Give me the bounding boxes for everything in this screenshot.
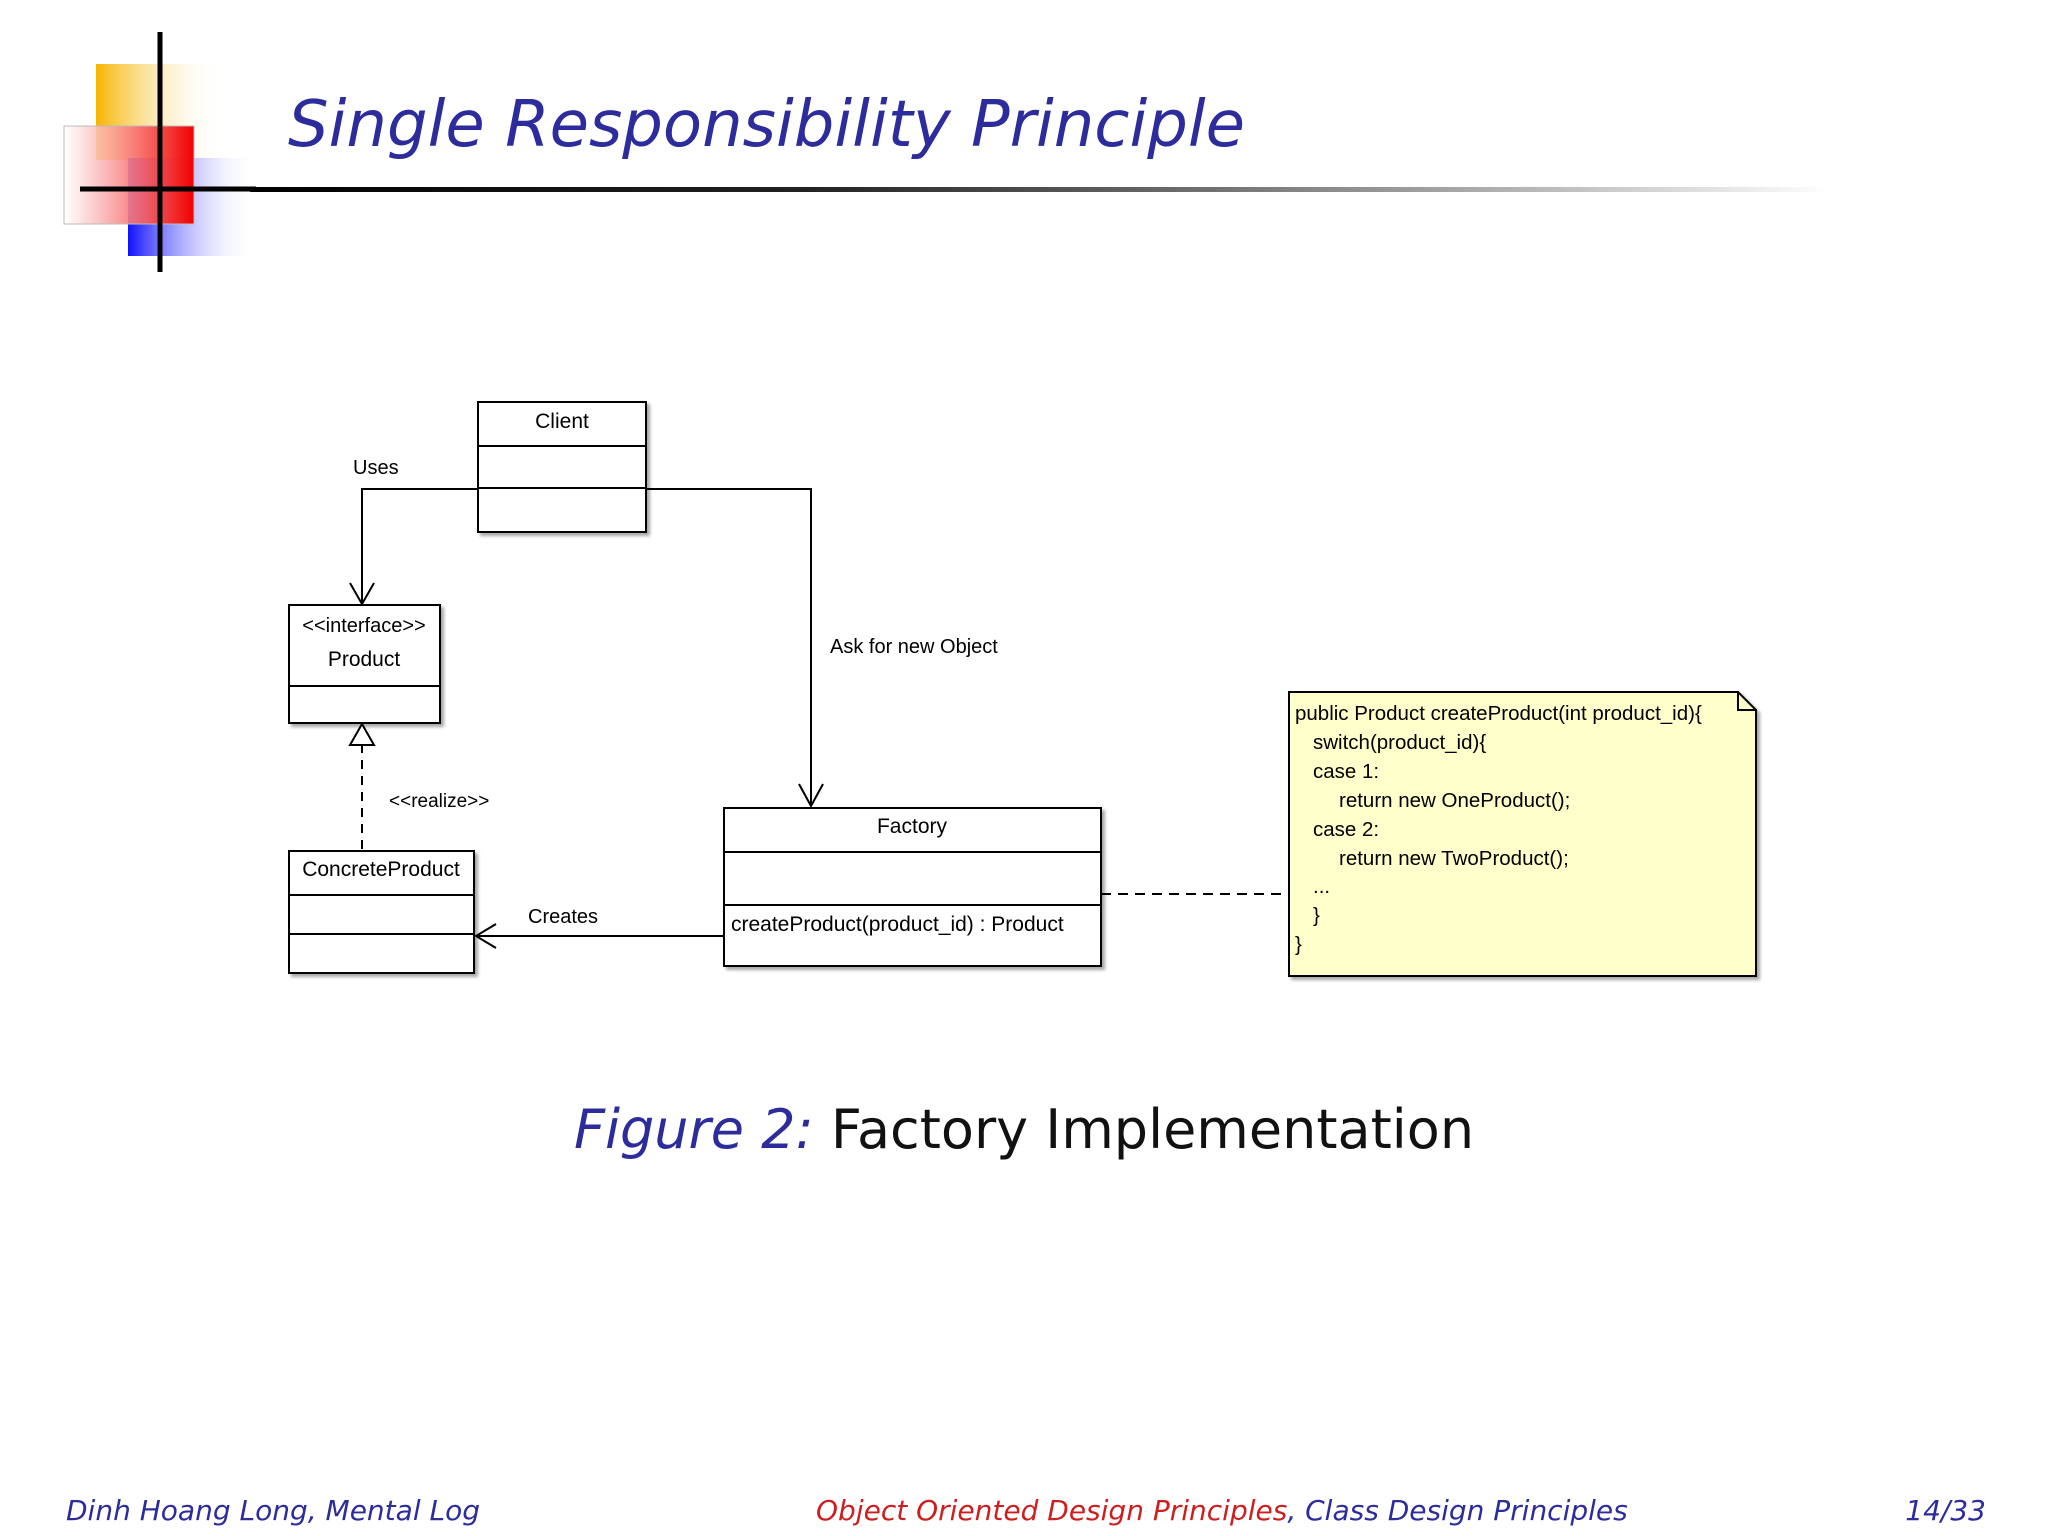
client-name: Client — [535, 410, 589, 433]
note-line-1: public Product createProduct(int product… — [1295, 702, 1702, 725]
figure-caption: Figure 2: Factory Implementation — [0, 1098, 2048, 1161]
footer-author: Dinh Hoang Long, Mental Log — [66, 1494, 480, 1527]
footer-section: Object Oriented Design Principles, Class… — [816, 1494, 1628, 1527]
edge-realize: <<realize>> — [348, 721, 489, 849]
product-stereotype: <<interface>> — [302, 615, 425, 637]
logo-decoration-icon — [63, 32, 256, 272]
factory-method: createProduct(product_id) : Product — [731, 913, 1064, 936]
footer-page-number: 14/33 — [1905, 1494, 1986, 1527]
edge-uses-label: Uses — [353, 457, 399, 479]
footer-section-blue[interactable]: Class Design Principles — [1305, 1494, 1628, 1527]
figure-label: Figure 2: — [573, 1098, 814, 1161]
slide-title: Single Responsibility Principle — [288, 88, 1246, 162]
footer-section-red[interactable]: Object Oriented Design Principles — [816, 1494, 1288, 1527]
title-rule — [250, 187, 1830, 192]
figure-text: Factory Implementation — [830, 1098, 1475, 1161]
note-line-4: return new OneProduct(); — [1339, 789, 1570, 812]
edge-realize-label: <<realize>> — [389, 791, 489, 812]
edge-ask: Ask for new Object — [646, 488, 998, 809]
note-line-2: switch(product_id){ — [1313, 731, 1486, 754]
factory-name: Factory — [877, 815, 948, 838]
footer-separator: , — [1287, 1494, 1297, 1527]
concrete-product-name: ConcreteProduct — [302, 858, 460, 881]
class-concrete-product: ConcreteProduct — [288, 850, 475, 974]
note-line-3: case 1: — [1313, 760, 1379, 783]
note-line-9: } — [1295, 933, 1302, 956]
note-line-6: return new TwoProduct(); — [1339, 847, 1569, 870]
class-factory: Factory createProduct(product_id) : Prod… — [723, 807, 1102, 967]
note-line-8: } — [1313, 904, 1320, 927]
note-line-7: ... — [1313, 875, 1330, 898]
class-client: Client — [477, 401, 647, 533]
edge-uses: Uses — [349, 457, 478, 607]
product-name: Product — [328, 648, 401, 671]
code-note: public Product createProduct(int product… — [1288, 691, 1757, 977]
class-product: <<interface>> Product — [288, 604, 441, 724]
note-line-5: case 2: — [1313, 818, 1379, 841]
edge-creates: Creates — [474, 906, 724, 949]
edge-creates-label: Creates — [528, 906, 598, 928]
edge-ask-label: Ask for new Object — [830, 636, 998, 658]
